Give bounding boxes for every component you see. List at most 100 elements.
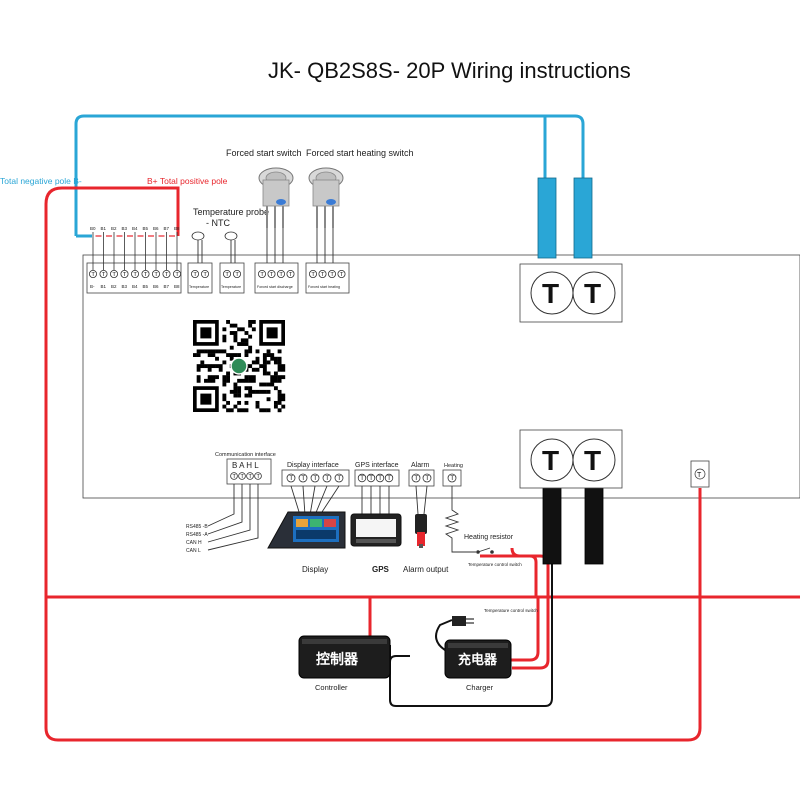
qr-module bbox=[215, 349, 219, 354]
qr-finder-inner bbox=[266, 327, 278, 339]
qr-module bbox=[229, 331, 234, 335]
qr-module bbox=[266, 382, 271, 387]
qr-module bbox=[229, 353, 234, 357]
output-connector-b bbox=[584, 483, 604, 565]
balance-terminal-3-ring bbox=[120, 269, 129, 278]
switch-connector-2-terminal-2-ring bbox=[327, 269, 336, 278]
qr-module bbox=[229, 345, 234, 350]
display-terminal-2-glyph: T bbox=[313, 475, 317, 482]
gps-terminal-0-ring bbox=[357, 473, 367, 483]
heating-terminal-0-glyph: T bbox=[450, 475, 454, 482]
forced-start-switch-icon bbox=[258, 167, 294, 228]
forced-heating-switch-icon bbox=[308, 167, 344, 228]
controller-icon bbox=[298, 635, 391, 679]
qr-module bbox=[251, 389, 256, 394]
diagram-title: JK- QB2S8S- 20P Wiring instructions bbox=[268, 58, 631, 83]
qr-module bbox=[204, 349, 208, 354]
qr-module bbox=[244, 378, 249, 383]
communication-terminal-3-glyph: T bbox=[256, 474, 260, 480]
qr-module bbox=[262, 367, 267, 372]
display-terminal-0-ring bbox=[286, 473, 296, 483]
qr-module bbox=[229, 408, 234, 413]
qr-module bbox=[229, 323, 234, 328]
output-connector-a bbox=[542, 483, 562, 565]
switch-connector-1-terminal-3-glyph: T bbox=[289, 272, 293, 278]
qr-module bbox=[248, 349, 253, 354]
switch-connector-2-terminal-2-glyph: T bbox=[330, 272, 334, 278]
temp-connector-1-terminal-a-glyph: T bbox=[193, 272, 197, 278]
temp-connector-2-terminal-a-glyph: T bbox=[225, 272, 229, 278]
display-terminal-0-glyph: T bbox=[289, 475, 293, 482]
qr-module bbox=[237, 389, 242, 394]
qr-module bbox=[259, 382, 264, 387]
qr-module bbox=[262, 353, 267, 357]
temp-connector-1-body bbox=[187, 262, 213, 294]
switch-connector-2-terminal-1-ring bbox=[318, 269, 327, 278]
temperature-probe-2 bbox=[224, 231, 238, 241]
communication-line-label-1: RS485 -A bbox=[186, 532, 208, 538]
temp-connector-1-terminal-a-ring bbox=[190, 269, 199, 278]
qr-module bbox=[277, 408, 282, 413]
switch-wires bbox=[266, 228, 334, 268]
positive-wire-loop bbox=[44, 186, 702, 742]
balance-connector-body bbox=[86, 262, 182, 294]
alarm-terminal-1-ring bbox=[422, 473, 432, 483]
qr-module bbox=[222, 382, 227, 387]
qr-module bbox=[251, 327, 256, 332]
output-terminal-2 bbox=[572, 438, 616, 482]
qr-finder-inner bbox=[200, 327, 212, 339]
balance-terminal-5-ring bbox=[141, 269, 150, 278]
qr-code bbox=[193, 320, 286, 413]
balance-terminal-6-glyph: T bbox=[154, 272, 158, 278]
qr-module bbox=[237, 400, 242, 405]
output-terminal-2-glyph: T bbox=[584, 445, 601, 476]
qr-module bbox=[226, 378, 230, 383]
charger-black-wire bbox=[389, 655, 410, 663]
alarm-terminal-0-glyph: T bbox=[414, 475, 418, 482]
qr-module bbox=[226, 400, 230, 405]
qr-module bbox=[255, 360, 260, 365]
qr-module bbox=[204, 364, 208, 369]
temp-connector-2-terminal-a-ring bbox=[222, 269, 231, 278]
gps-device-icon bbox=[350, 513, 402, 547]
communication-interface-label: Communication interface bbox=[215, 452, 276, 458]
qr-module bbox=[196, 364, 201, 369]
temperature-probe-sublabel: - NTC bbox=[206, 218, 230, 228]
qr-module bbox=[248, 389, 253, 394]
qr-module bbox=[196, 378, 201, 383]
communication-line-label-2: CAN H bbox=[186, 540, 202, 546]
qr-module bbox=[237, 353, 242, 357]
qr-module bbox=[273, 356, 278, 361]
gps-terminal-2-ring bbox=[375, 473, 385, 483]
qr-module bbox=[244, 386, 249, 391]
qr-module bbox=[237, 393, 242, 398]
alarm-terminal-1-glyph: T bbox=[425, 475, 429, 482]
qr-module bbox=[244, 353, 249, 357]
qr-module bbox=[248, 320, 253, 324]
qr-module bbox=[237, 386, 242, 391]
alarm-output-label: Alarm output bbox=[403, 565, 449, 574]
qr-module bbox=[273, 404, 278, 409]
qr-module bbox=[255, 349, 260, 354]
qr-module bbox=[207, 378, 212, 383]
communication-connector bbox=[226, 458, 272, 485]
charger-label: Charger bbox=[466, 683, 494, 692]
qr-module bbox=[255, 356, 260, 361]
heating-terminal-0-ring bbox=[447, 473, 457, 483]
qr-module bbox=[222, 334, 227, 339]
qr-module bbox=[207, 349, 212, 354]
positive-pole-label: B+ Total positive pole bbox=[147, 176, 228, 186]
display-terminal-1-ring bbox=[298, 473, 308, 483]
qr-module bbox=[237, 342, 242, 346]
qr-module bbox=[248, 323, 253, 328]
qr-module bbox=[233, 389, 238, 394]
communication-terminal-0-ring bbox=[230, 472, 238, 480]
qr-module bbox=[211, 364, 216, 369]
qr-module bbox=[244, 338, 249, 343]
qr-module bbox=[200, 360, 205, 365]
qr-module bbox=[244, 331, 249, 335]
qr-module bbox=[207, 367, 212, 372]
qr-module bbox=[273, 386, 278, 391]
